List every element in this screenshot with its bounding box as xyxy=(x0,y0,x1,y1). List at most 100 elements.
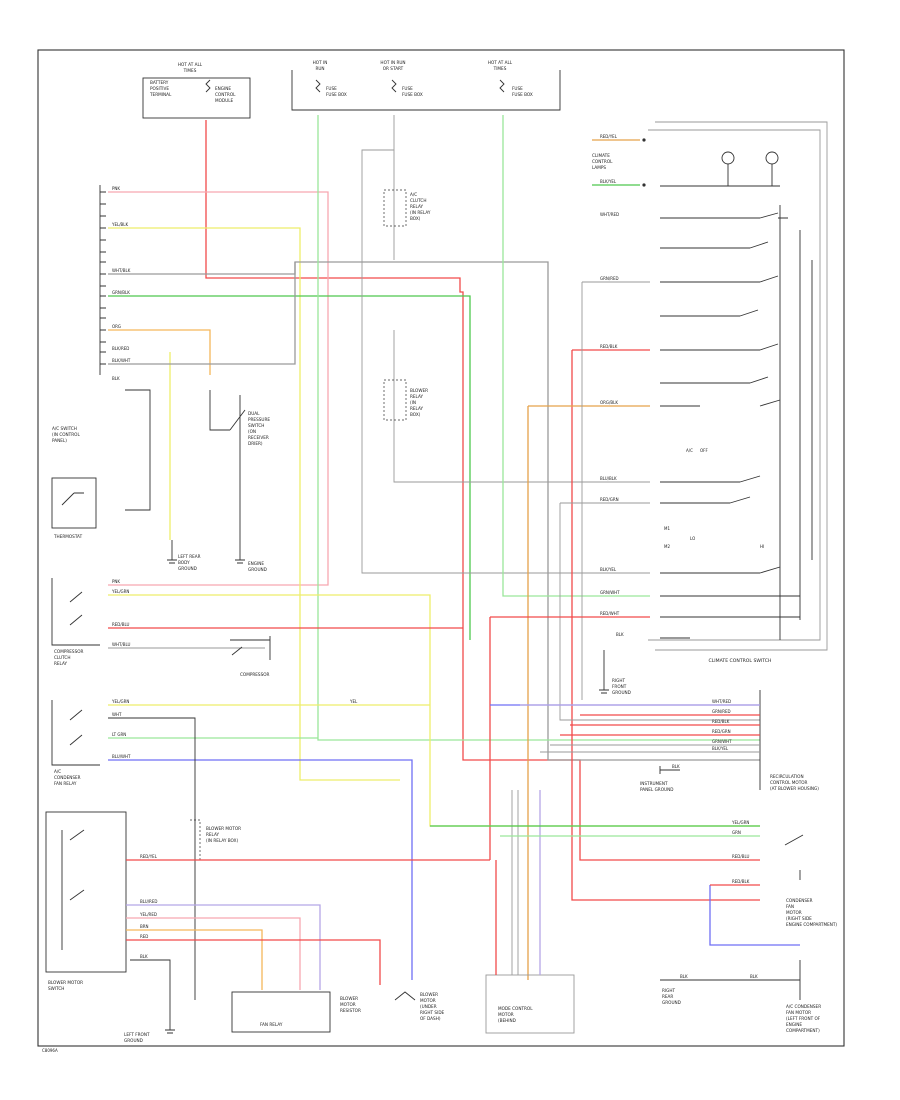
engine-control-module-label: MODULE xyxy=(215,98,234,103)
blower-relay-label: BLOWER MOTOR xyxy=(206,826,241,831)
fuse-block-run-line: RUN xyxy=(315,66,324,71)
wire-label: BLK xyxy=(672,764,680,769)
wire-blue-cond xyxy=(108,759,413,980)
wire-label: BLU/RED xyxy=(140,899,157,904)
wire-label: GRN/WHT xyxy=(600,590,620,595)
blower-relay-mid: BLOWER RELAY (IN RELAY BOX) xyxy=(383,379,428,421)
engine-ground-label: ENGINE xyxy=(248,561,264,566)
blower-relay-mid-label: (IN xyxy=(410,400,416,405)
fuse-block-battery: HOT AT ALL TIMES BATTERY POSITIVE TERMIN… xyxy=(142,62,251,119)
wire-blue-blower xyxy=(126,904,321,990)
ground-instrument: INSTRUMENT PANEL GROUND xyxy=(640,766,680,792)
wire-label: RED/BLK xyxy=(712,719,730,724)
dual-pressure-switch: DUAL PRESSURE SWITCH (ON RECEIVER DRIER) xyxy=(209,390,270,540)
wire-label: RED/YEL xyxy=(140,854,158,859)
fuse-block-battery-line: POSITIVE xyxy=(150,86,169,91)
fuse-block-hot-line: FUSE xyxy=(512,86,523,91)
pressure-switch-label: PRESSURE xyxy=(248,417,270,422)
wire-label: BLK xyxy=(680,974,688,979)
ac-clutch-relay-label: CLUTCH xyxy=(410,198,427,203)
pressure-switch-label: (ON xyxy=(248,429,256,434)
wire-orange-blower xyxy=(126,929,263,990)
compressor-label: COMPRESSOR xyxy=(240,672,270,677)
compressor-relay-label: COMPRESSOR xyxy=(54,649,84,654)
climate-control-switch-label: CLIMATE CONTROL SWITCH xyxy=(709,658,772,664)
fan-relay-box-label: FAN RELAY xyxy=(260,1022,283,1027)
recirc-motor-label: (AT BLOWER HOUSING) xyxy=(770,786,819,791)
wire-label: GRN xyxy=(732,830,741,835)
wire-pink-top xyxy=(108,191,329,586)
condenser-fan-label: (RIGHT SIDE xyxy=(786,916,812,921)
ac-clutch-relay: A/C CLUTCH RELAY (IN RELAY BOX) xyxy=(383,189,431,227)
left-front-ground-label: LEFT FRONT xyxy=(124,1032,150,1037)
wire-black-cond xyxy=(108,717,196,1000)
wire-label: WHT/BLU xyxy=(112,642,131,647)
condenser-fan-label: CONDENSER xyxy=(786,898,813,903)
compressor-clutch-relay: COMPRESSOR CLUTCH RELAY xyxy=(51,578,100,666)
blower-relay-mid-label: BLOWER xyxy=(410,388,428,393)
pressure-switch-label: SWITCH xyxy=(248,423,264,428)
blower-relay-mid-label: RELAY xyxy=(410,406,424,411)
condenser-fan-relay: A/C CONDENSER FAN RELAY xyxy=(51,700,100,786)
fuse-block-run-start-line: FUSE xyxy=(402,86,413,91)
fuse-block-battery-line: TERMINAL xyxy=(149,92,172,97)
wire-red-right xyxy=(489,616,650,860)
connector-comb-left xyxy=(99,185,106,375)
fuse-block-run-start-line: HOT IN RUN xyxy=(380,60,405,65)
wire-label: BLU/BLK xyxy=(600,476,617,481)
ac-switch-label: PANEL) xyxy=(52,438,67,443)
fan-relay-box: FAN RELAY xyxy=(231,991,331,1033)
blower-resistor-label: RESISTOR xyxy=(340,1008,361,1013)
instr-ground-label: INSTRUMENT xyxy=(640,781,668,786)
wire-label: BLK xyxy=(140,954,148,959)
wire-label: BLK xyxy=(112,376,120,381)
condenser-fan-label: FAN xyxy=(786,904,794,909)
ac-cond-motor-label: ENGINE xyxy=(786,1022,802,1027)
engine-ground-label: GROUND xyxy=(248,567,267,572)
rr-ground-label: RIGHT xyxy=(662,988,676,993)
wire-label: YEL xyxy=(349,699,358,704)
mode-control-motor: MODE CONTROL MOTOR (BEHIND xyxy=(485,790,575,1034)
wire-label: RED xyxy=(140,934,148,939)
wire-label: PNK xyxy=(112,579,120,584)
fuse-block-hot-line: HOT AT ALL xyxy=(488,60,513,65)
wire-label: RED/GRN xyxy=(600,497,619,502)
fuse-block-battery-line: TIMES xyxy=(183,68,197,73)
wire-label: BLU/WHT xyxy=(112,754,131,759)
lamp-icon xyxy=(765,151,779,165)
wire-label: WHT/RED xyxy=(600,212,619,217)
mode-label-m1: M1 xyxy=(664,526,670,531)
wire-label: YEL/GRN xyxy=(731,820,749,825)
fuse-block-run: HOT IN RUN FUSE FUSE BOX xyxy=(313,60,347,97)
wire-label: RED/BLU xyxy=(732,854,750,859)
ground-left-front: LEFT FRONT GROUND xyxy=(124,959,175,1043)
condenser-fan-label: MOTOR xyxy=(786,910,802,915)
fuse-block-run-line: FUSE BOX xyxy=(326,92,347,97)
blower-motor-switch-label: BLOWER MOTOR xyxy=(48,980,83,985)
blower-motor-bottom: BLOWER MOTOR (UNDER RIGHT SIDE OF DASH) xyxy=(394,991,445,1021)
wire-green-top xyxy=(108,295,471,640)
ground-right-rear: RIGHT REAR GROUND xyxy=(662,988,681,1005)
ac-switch-label: (IN CONTROL xyxy=(52,432,80,437)
fuse-block-battery-line: HOT AT ALL xyxy=(178,62,203,67)
pressure-switch-label: DRIER) xyxy=(248,441,263,446)
blower-motor-bottom-label: OF DASH) xyxy=(420,1016,441,1021)
mode-label-lo: LO xyxy=(690,536,695,541)
wire-label: BLK/YEL xyxy=(712,746,729,751)
mode-label-m2: M2 xyxy=(664,544,670,549)
blower-motor-bottom-label: (UNDER xyxy=(420,1004,437,1009)
recirculation-motor: RECIRCULATION CONTROL MOTOR (AT BLOWER H… xyxy=(759,690,819,791)
wire-yellow-top xyxy=(108,227,400,781)
blower-relay-label: RELAY xyxy=(206,832,220,837)
cond-fan-relay-label: FAN RELAY xyxy=(54,781,77,786)
wire-orange xyxy=(108,329,211,375)
rr-ground-label: GROUND xyxy=(662,1000,681,1005)
blower-motor-switch: BLOWER MOTOR SWITCH xyxy=(45,811,127,991)
blower-motor-switch-label: SWITCH xyxy=(48,986,64,991)
ac-cond-motor-label: FAN MOTOR xyxy=(786,1010,811,1015)
wire-label: YEL/GRN xyxy=(111,589,129,594)
recirc-motor-label: CONTROL MOTOR xyxy=(770,780,808,785)
blower-resistor-label: MOTOR xyxy=(340,1002,356,1007)
wire-label: YEL/BLK xyxy=(111,222,129,227)
wire-label: BRN xyxy=(140,924,149,929)
